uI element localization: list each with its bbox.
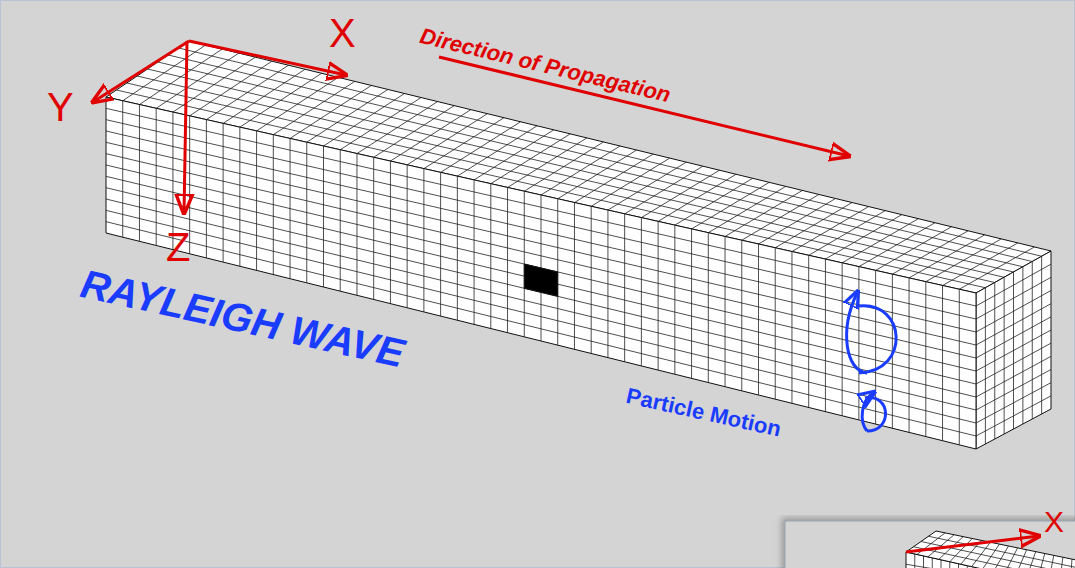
x-axis-arrow: [906, 536, 1039, 552]
grid-line: [106, 176, 976, 384]
direction-label: Direction of Propagation: [418, 25, 673, 106]
propagation-arrow: [439, 57, 849, 156]
grid-line: [983, 544, 1000, 568]
grid-line: [976, 330, 1051, 371]
grid-block: [106, 41, 1051, 449]
grid-line: [976, 370, 1051, 411]
grid-line: [976, 396, 1051, 436]
z-axis-arrow: [184, 41, 187, 213]
grid-line: [976, 277, 1051, 319]
grid-line: [1015, 550, 1026, 568]
grid-line: [976, 343, 1051, 384]
grid-line: [1004, 548, 1017, 568]
grid-line: [976, 291, 1051, 333]
block-face: [106, 97, 976, 449]
grid-line: [923, 556, 924, 568]
grid-line: [976, 304, 1051, 345]
block-face: [976, 251, 1051, 449]
particle-orbit: [862, 393, 873, 431]
grid-line: [958, 564, 959, 568]
block-face: [524, 264, 557, 296]
particle-orbit: [847, 293, 867, 373]
grid-line: [932, 558, 933, 568]
grid-line: [976, 383, 1051, 423]
grid-line: [941, 560, 942, 568]
grid-line: [921, 542, 1075, 568]
grid-line: [106, 188, 976, 397]
grid-line: [949, 562, 950, 568]
x-axis-arrow: [189, 41, 346, 75]
grid-line: [914, 547, 1075, 568]
particle-orbit: [865, 398, 886, 431]
axis-label: X: [329, 13, 356, 53]
axis-label: Z: [166, 227, 190, 267]
grid-line: [976, 356, 1051, 397]
grid-line: [976, 264, 1051, 306]
grid-line: [976, 317, 1051, 358]
particle-orbit: [859, 306, 896, 373]
axis-label: X: [1044, 507, 1064, 537]
inset-panel: [785, 521, 1075, 568]
grid-line: [1059, 557, 1063, 568]
y-axis-arrow: [93, 41, 189, 102]
axis-label: Y: [47, 87, 74, 127]
